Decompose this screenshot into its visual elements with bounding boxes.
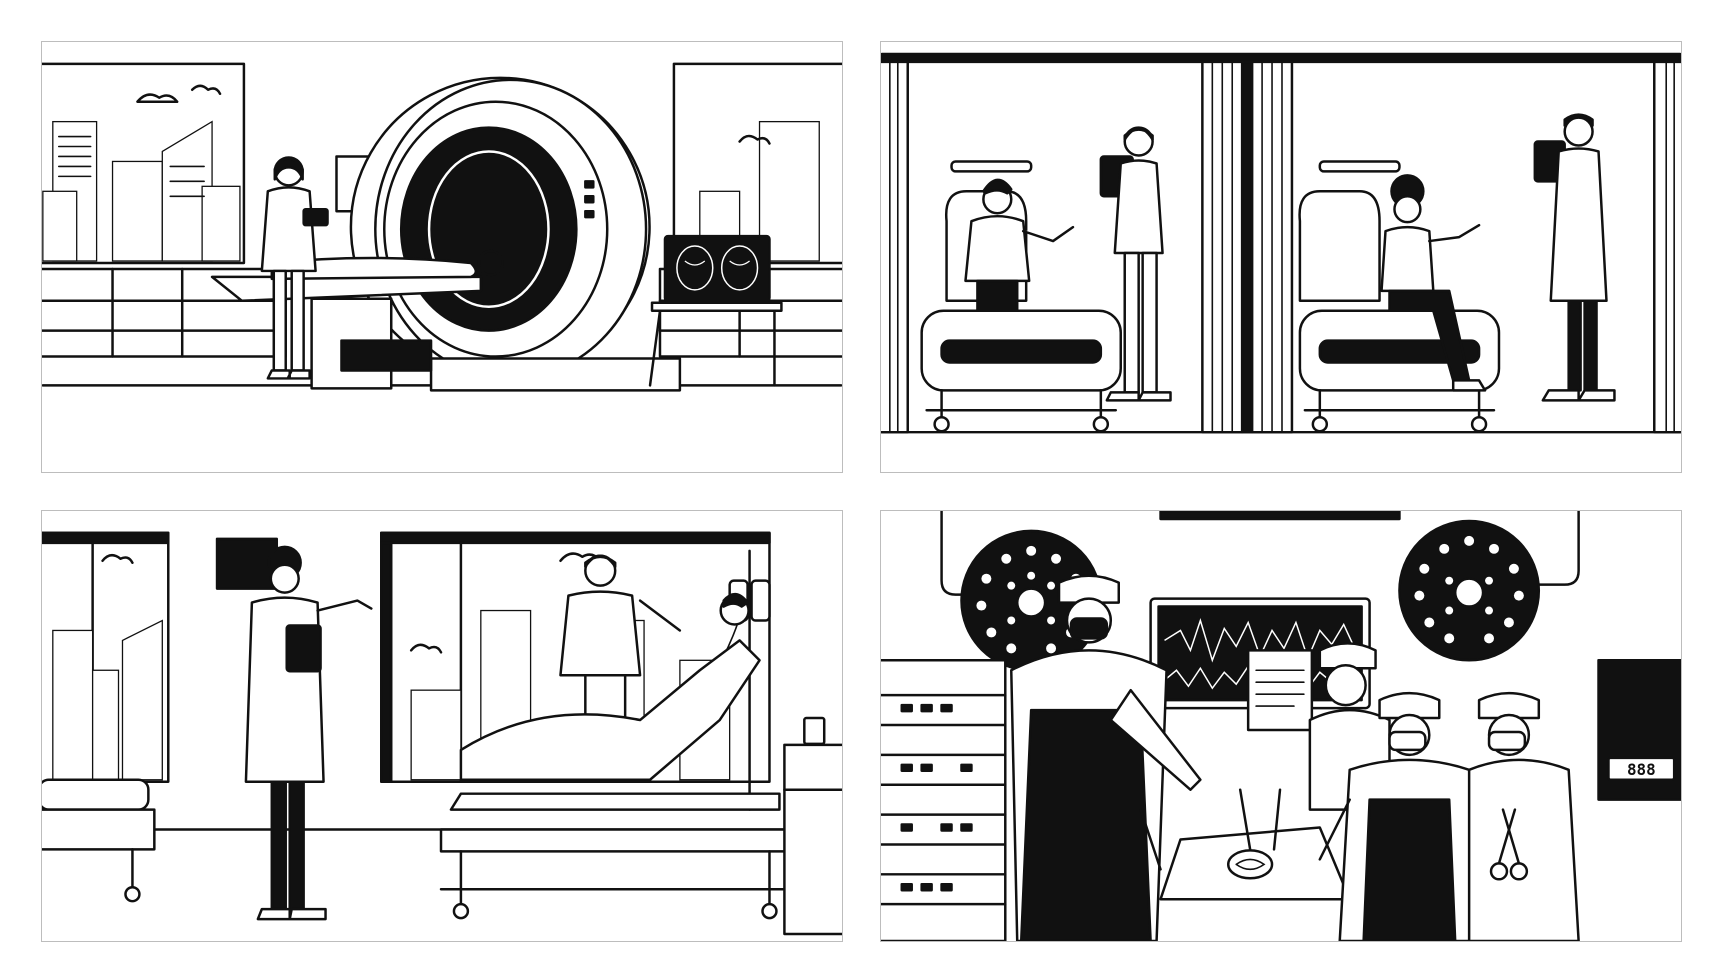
readout-digits: 888 bbox=[1627, 760, 1656, 779]
bed-left-partial bbox=[42, 778, 156, 903]
window-left bbox=[42, 62, 246, 265]
bedside-illustration bbox=[42, 531, 842, 936]
mug bbox=[803, 716, 826, 746]
nurse-woman bbox=[1099, 126, 1172, 402]
doctor-with-tablet bbox=[244, 545, 373, 921]
wall-board bbox=[215, 537, 279, 590]
scene-hospital-ward bbox=[880, 41, 1682, 473]
surgical-light-right bbox=[1398, 511, 1580, 662]
patient-man bbox=[964, 178, 1075, 312]
digital-readout: 888 bbox=[1597, 659, 1681, 801]
scene-operating-room: 888 bbox=[880, 510, 1682, 942]
ward-illustration bbox=[881, 52, 1681, 434]
window-left bbox=[42, 531, 170, 783]
clipboard bbox=[1246, 649, 1314, 732]
surgeon-left bbox=[1010, 574, 1202, 941]
doctor-man bbox=[1533, 113, 1616, 402]
scene-patient-bedside bbox=[41, 510, 843, 942]
mri-scanner bbox=[349, 76, 682, 392]
scan-bed bbox=[210, 249, 504, 390]
scene-mri-room bbox=[41, 41, 843, 473]
hospital-bed-left bbox=[920, 160, 1122, 433]
window-right bbox=[672, 62, 842, 265]
mri-room-illustration bbox=[42, 62, 842, 392]
bedside-cabinet bbox=[783, 716, 842, 936]
nurse-man bbox=[559, 554, 682, 737]
ceiling-rail bbox=[1159, 511, 1401, 521]
surgical-light-left bbox=[940, 511, 1103, 672]
patient-woman bbox=[1380, 174, 1487, 392]
curtains bbox=[881, 60, 1681, 434]
brain-scan-monitor bbox=[648, 234, 783, 387]
operating-table-drape bbox=[1159, 826, 1351, 901]
technician-woman bbox=[260, 156, 329, 380]
equipment-rack bbox=[881, 659, 1007, 941]
surgery-illustration: 888 bbox=[881, 511, 1681, 941]
surgeon-right bbox=[1318, 691, 1580, 941]
patient-lying bbox=[270, 256, 478, 281]
